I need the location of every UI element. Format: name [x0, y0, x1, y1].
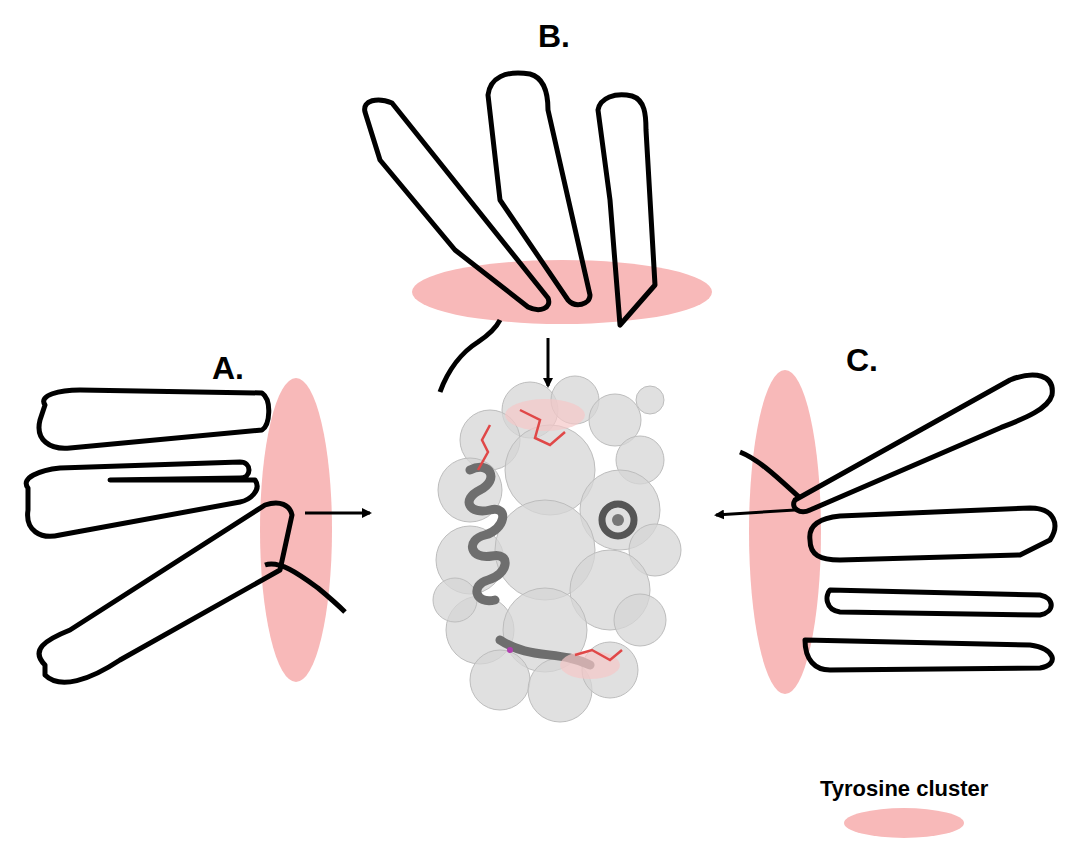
- legend-swatch: [844, 808, 964, 838]
- part-label: C.: [846, 342, 878, 379]
- protein-surface: [433, 376, 681, 722]
- part-label: B.: [538, 18, 570, 55]
- legend-text: Tyrosine cluster: [820, 776, 988, 802]
- part-label: A.: [212, 350, 244, 387]
- tyrosine-cluster: [260, 378, 332, 682]
- antibody-a: [26, 378, 370, 682]
- antibody-c: [716, 370, 1055, 694]
- antibody-b: [365, 73, 712, 392]
